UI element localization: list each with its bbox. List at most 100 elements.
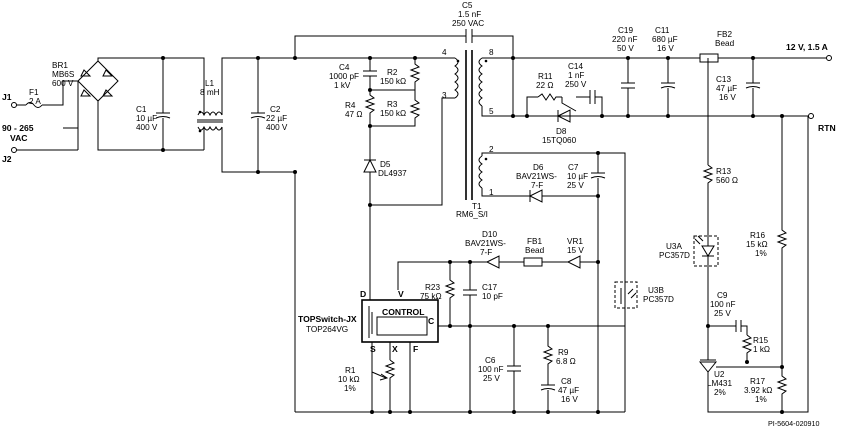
label-vr1: VR1 <box>567 237 583 246</box>
label-c6: C6 <box>485 356 496 365</box>
label-d8-part: 15TQ060 <box>542 136 577 145</box>
label-r17: R17 <box>750 377 765 386</box>
label-pin2: 2 <box>489 145 494 154</box>
label-r23: R23 <box>425 283 440 292</box>
label-r4-val: 47 Ω <box>345 110 363 119</box>
label-r17-val2: 1% <box>755 395 767 404</box>
label-c8-val2: 16 V <box>561 395 578 404</box>
feedback-network <box>693 58 809 414</box>
label-c19-val1: 220 nF <box>612 35 638 44</box>
label-f1: F1 <box>29 88 39 97</box>
label-fb1: FB1 <box>527 237 542 246</box>
label-c11: C11 <box>655 26 670 35</box>
label-u3a-part: PC357D <box>659 251 690 260</box>
j1-terminal <box>11 102 17 108</box>
label-c7-val2: 25 V <box>567 181 584 190</box>
label-d6-part1: BAV21WS- <box>516 172 557 181</box>
label-pin4: 4 <box>442 48 447 57</box>
label-u2-val: 2% <box>714 388 726 397</box>
output-terminal-rtn <box>808 113 814 119</box>
label-t1-part: RM6_S/I <box>456 210 488 219</box>
label-c1-val2: 400 V <box>136 123 158 132</box>
label-c6-val1: 100 nF <box>478 365 504 374</box>
label-r1-val2: 1% <box>344 384 356 393</box>
label-c9-val2: 25 V <box>714 309 731 318</box>
label-c5-val2: 250 VAC <box>452 19 484 28</box>
label-r15: R15 <box>753 336 768 345</box>
labels: J1 J2 90 - 265 VAC F1 2 A BR1 MB6S 600 V… <box>2 1 836 428</box>
label-u3b: U3B <box>648 286 664 295</box>
label-fb1-val: Bead <box>525 246 545 255</box>
ferrite-bead-fb1 <box>523 257 543 267</box>
label-c19-val2: 50 V <box>617 44 634 53</box>
label-r1: R1 <box>345 366 356 375</box>
inductor-l1 <box>197 111 223 117</box>
label-pin-f: F <box>413 344 418 354</box>
label-control: CONTROL <box>382 307 425 317</box>
label-pin-c: C <box>428 316 434 326</box>
label-c17-val: 10 pF <box>482 292 503 301</box>
label-c6-val2: 25 V <box>483 374 500 383</box>
j2-terminal <box>11 147 17 153</box>
label-c9-val1: 100 nF <box>710 300 736 309</box>
label-c11-val2: 16 V <box>657 44 674 53</box>
label-r2: R2 <box>387 68 398 77</box>
label-pin1: 1 <box>489 188 494 197</box>
label-c14: C14 <box>568 62 583 71</box>
label-pin-s: S <box>370 344 376 354</box>
label-d6: D6 <box>533 163 544 172</box>
optocoupler-u3b <box>614 281 638 309</box>
label-u2-part: LM431 <box>707 379 732 388</box>
label-r2-val: 150 kΩ <box>380 77 406 86</box>
topswitch-ic <box>361 299 439 343</box>
label-c19: C19 <box>618 26 633 35</box>
label-c2: C2 <box>270 105 281 114</box>
label-r3: R3 <box>387 100 398 109</box>
label-r13-val: 560 Ω <box>716 176 738 185</box>
output-terminal-12v <box>826 55 832 61</box>
label-c1-val1: 10 µF <box>136 114 157 123</box>
label-vac-range: 90 - 265 <box>2 123 34 133</box>
fuse-f1 <box>25 102 43 108</box>
label-topswitch: TOPSwitch-JX <box>298 314 357 324</box>
label-c4-val1: 1000 pF <box>329 72 359 81</box>
label-j1: J1 <box>2 92 12 102</box>
controller-section <box>295 205 638 414</box>
label-c4-val2: 1 kV <box>334 81 351 90</box>
label-r9: R9 <box>558 348 569 357</box>
label-u2: U2 <box>714 370 725 379</box>
label-topswitch-part: TOP264VG <box>306 325 348 334</box>
label-d10-part2: 7-F <box>480 248 492 257</box>
label-r9-val: 6.8 Ω <box>556 357 576 366</box>
primary-clamp <box>293 29 514 412</box>
label-r1-val1: 10 kΩ <box>338 375 360 384</box>
label-u3b-part: PC357D <box>643 295 674 304</box>
label-r16: R16 <box>750 231 765 240</box>
label-l1-val: 8 mH <box>200 88 220 97</box>
label-r11-val: 22 Ω <box>536 81 554 90</box>
label-c14-val1: 1 nF <box>568 71 584 80</box>
label-d5: D5 <box>380 160 391 169</box>
label-r13: R13 <box>716 167 731 176</box>
label-pin3: 3 <box>442 91 447 100</box>
label-pin8: 8 <box>489 48 494 57</box>
label-c4: C4 <box>339 63 350 72</box>
bridge-br1 <box>77 60 119 102</box>
label-r23-val: 75 kΩ <box>420 292 442 301</box>
label-br1-part: MB6S <box>52 70 75 79</box>
label-fb2-val: Bead <box>715 39 735 48</box>
ferrite-bead-fb2 <box>699 53 719 63</box>
label-c2-val1: 22 µF <box>266 114 287 123</box>
label-br1: BR1 <box>52 61 68 70</box>
label-d8: D8 <box>556 127 567 136</box>
label-f1-val: 2 A <box>29 97 41 106</box>
secondary-section <box>511 53 832 123</box>
bias-section <box>528 151 606 412</box>
label-br1-val: 600 V <box>52 79 74 88</box>
label-c5-val1: 1.5 nF <box>458 10 481 19</box>
label-r17-val1: 3.92 kΩ <box>744 386 772 395</box>
label-r15-val: 1 kΩ <box>753 345 770 354</box>
label-c2-val2: 400 V <box>266 123 288 132</box>
label-l1: L1 <box>205 79 215 88</box>
